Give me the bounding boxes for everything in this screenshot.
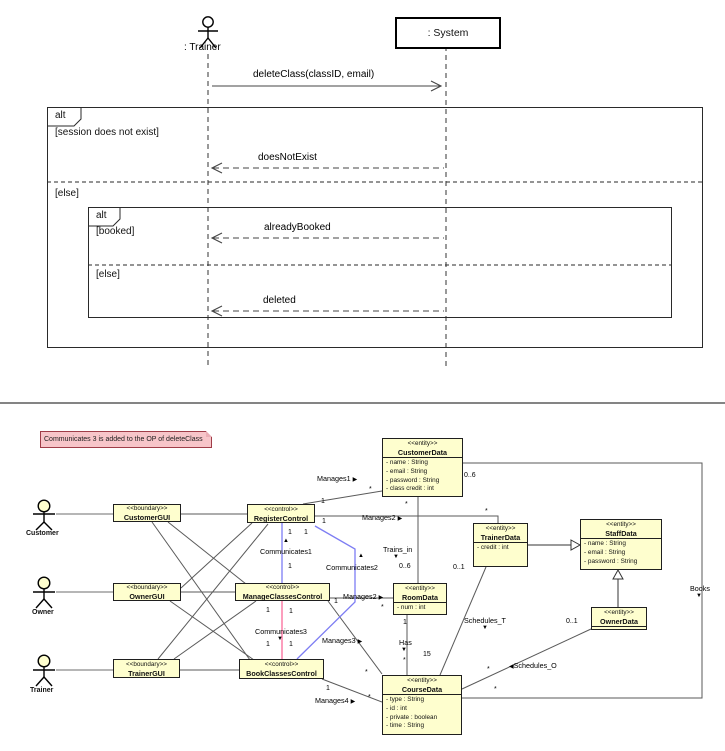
down-arrow-icon: ▼ — [401, 647, 407, 653]
actor-gui-links — [56, 513, 113, 671]
actor-owner-label: Owner — [32, 609, 54, 616]
mult-communicates3-tgt: 1 — [266, 641, 270, 648]
mult-manages2b-tgt: * — [381, 604, 384, 611]
alt-operator-outer: alt — [55, 110, 66, 121]
assoc-label-communicates1: Communicates1 — [260, 547, 312, 556]
class-bookclassescontrol: <<control>> BookClassesControl — [239, 659, 324, 679]
assoc-label-books: Books — [690, 584, 710, 593]
right-arrow-icon: ▶ — [378, 595, 384, 601]
message-deleted-label: deleted — [263, 295, 296, 306]
mult-manages2a-tgt: * — [485, 508, 488, 515]
right-arrow-icon: ▶ — [357, 639, 363, 645]
message-alreadybooked-label: alreadyBooked — [264, 222, 331, 233]
assoc-label-communicates2: Communicates2 — [326, 563, 378, 572]
assoc-label-has: Has — [399, 638, 412, 647]
alt-operator-inner: alt — [96, 210, 107, 221]
assoc-line-manages2a — [315, 515, 499, 523]
message-deleteclass-label: deleteClass(classID, email) — [253, 69, 375, 80]
mult-books-tgt: * — [494, 686, 497, 693]
assoc-label-manages2a: Manages2 ▶ — [362, 513, 403, 522]
down-arrow-icon: ▼ — [696, 593, 702, 599]
class-manageclassescontrol: <<control>> ManageClassesControl — [235, 583, 330, 601]
mult-communicates2-src: 1 — [304, 529, 308, 536]
assoc-label-manages3: Manages3 ▶ — [322, 636, 363, 645]
mult-manages2b-src: 1 — [334, 598, 338, 605]
alt-fragment-outer — [47, 107, 703, 348]
assoc-label-communicates3: Communicates3 — [255, 627, 307, 636]
class-staffdata: <<entity>> StaffData - name : String - e… — [580, 519, 662, 570]
mult-communicates3-src: 1 — [266, 607, 270, 614]
section-divider — [0, 402, 725, 404]
trainer2-actor-icon — [33, 654, 55, 687]
message-deleteclass-arrow — [212, 80, 443, 92]
mult-manages2a-src: 1 — [322, 518, 326, 525]
mult-schedules-o-src: 0..1 — [566, 618, 578, 625]
down-arrow-icon: ▼ — [277, 636, 283, 642]
assoc-label-manages4: Manages4 ▶ — [315, 696, 356, 705]
class-ownergui: <<boundary>> OwnerGUI — [113, 583, 181, 601]
right-arrow-icon: ▶ — [352, 477, 358, 483]
class-ownerdata: <<entity>> OwnerData — [591, 607, 647, 630]
left-arrow-icon: ◀ — [509, 664, 514, 670]
actor-trainer-label: Trainer — [30, 687, 54, 694]
class-trainergui: <<boundary>> TrainerGUI — [113, 659, 180, 678]
entity-association-lines — [302, 462, 703, 703]
down-arrow-icon: ▼ — [393, 554, 399, 560]
guard-session-does-not-exist: [session does not exist] — [55, 127, 159, 138]
up-arrow-icon: ▲ — [358, 553, 364, 559]
class-registercontrol: <<control>> RegisterControl — [247, 504, 315, 523]
mult-communicates2-tgt: 1 — [289, 641, 293, 648]
alt-fragment-inner — [88, 207, 672, 318]
up-arrow-icon: ▲ — [283, 538, 289, 544]
mult-books-src: 0..6 — [464, 472, 476, 479]
system-label: : System — [427, 27, 469, 39]
assoc-label-trains-in: Trains_in — [383, 545, 413, 554]
guard-outer-else: [else] — [55, 188, 79, 199]
assoc-label-manages2b: Manages2 ▶ — [343, 592, 384, 601]
assoc-label-schedules-t: Schedules_T — [464, 616, 506, 625]
mult-manages3-src: 1 — [289, 608, 293, 615]
mult-schedules-t-tgt: 15 — [423, 651, 431, 658]
owner-actor-icon — [33, 576, 55, 609]
assoc-label-schedules-o: ◀Schedules_O — [509, 661, 557, 670]
class-trainerdata: <<entity>> TrainerData - credit : int — [473, 523, 528, 567]
class-customergui: <<boundary>> CustomerGUI — [113, 504, 181, 522]
mult-trains-in-tgt: 0..6 — [399, 563, 411, 570]
mult-manages1-tgt: * — [369, 486, 372, 493]
mult-schedules-t-src: 0..1 — [453, 564, 465, 571]
class-customerdata: <<entity>> CustomerData - name : String … — [382, 438, 463, 497]
mult-manages3-tgt: * — [365, 669, 368, 676]
mult-communicates1-tgt: 1 — [288, 563, 292, 570]
message-doesnotexist-label: doesNotExist — [258, 152, 317, 163]
system-object-box: : System — [395, 17, 501, 49]
class-coursedata: <<entity>> CourseData - type : String - … — [382, 675, 462, 735]
mult-schedules-o-tgt: * — [487, 666, 490, 673]
guard-inner-else: [else] — [96, 269, 120, 280]
note: Communicates 3 is added to the OP of del… — [40, 431, 212, 448]
trainer-lifeline-label: : Trainer — [184, 42, 221, 53]
right-arrow-icon: ▶ — [397, 516, 403, 522]
mult-communicates1-src: 1 — [288, 529, 292, 536]
assoc-line-schedules-o — [461, 628, 592, 690]
assoc-label-manages1: Manages1 ▶ — [317, 474, 358, 483]
mult-manages1-src: 1 — [321, 498, 325, 505]
mult-manages4-src: 1 — [326, 685, 330, 692]
mult-has-tgt: * — [403, 657, 406, 664]
assoc-line-books — [462, 462, 703, 699]
note-text: Communicates 3 is added to the OP of del… — [44, 436, 203, 443]
down-arrow-icon: ▼ — [482, 625, 488, 631]
class-roomdata: <<entity>> RoomData - num : int — [393, 583, 447, 615]
customer-actor-icon — [33, 499, 55, 531]
mult-has-src: 1 — [403, 619, 407, 626]
mult-trains-in-src: * — [405, 501, 408, 508]
actor-customer-label: Customer — [26, 530, 59, 537]
mult-manages4-tgt: * — [368, 694, 371, 701]
guard-booked: [booked] — [96, 226, 135, 237]
right-arrow-icon: ▶ — [350, 699, 356, 705]
